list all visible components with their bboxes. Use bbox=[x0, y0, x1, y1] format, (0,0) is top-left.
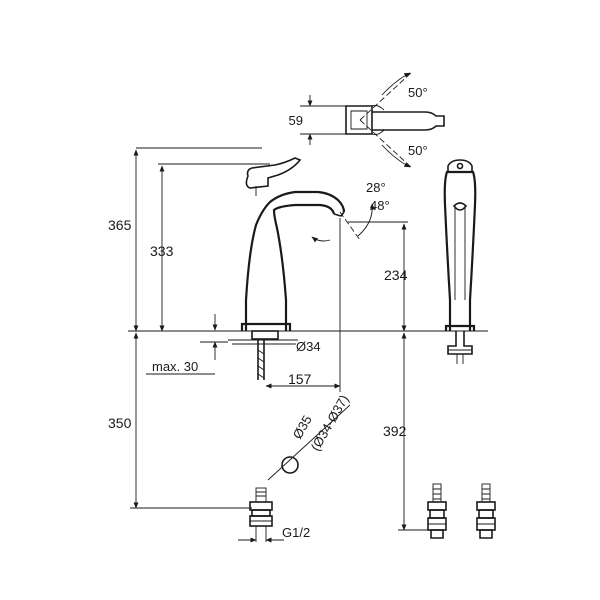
swivel-left-label: 50° bbox=[408, 85, 428, 100]
mount-thickness-label: max. 30 bbox=[152, 359, 198, 374]
below-deck-label: 350 bbox=[108, 415, 132, 431]
lever-depth-label: 59 bbox=[289, 113, 303, 128]
lever-height-label: 333 bbox=[150, 243, 174, 259]
thread-label: G1/2 bbox=[282, 525, 310, 540]
height-dimensions bbox=[133, 147, 408, 332]
spout-height-label: 234 bbox=[384, 267, 408, 283]
hole-size-main-label: Ø35 bbox=[290, 413, 315, 442]
spout-reach-label: 157 bbox=[288, 371, 312, 387]
faucet-side-view bbox=[128, 157, 488, 380]
mount-thickness-dimension bbox=[146, 314, 228, 375]
below-deck-dimensions bbox=[130, 332, 428, 531]
rotation-b-label: 48° bbox=[370, 198, 390, 213]
spout-reach-dimension bbox=[265, 218, 341, 392]
supply-connector-right bbox=[476, 483, 496, 539]
spout-rotation-marks bbox=[311, 203, 376, 243]
rotation-a-label: 28° bbox=[366, 180, 386, 195]
hose-length-label: 392 bbox=[383, 423, 407, 439]
faucet-front-view bbox=[443, 159, 477, 364]
hole-diameter-label: Ø34 bbox=[296, 339, 321, 354]
lever-top-view bbox=[300, 71, 445, 169]
hole-size-range-label: (Ø34-Ø37) bbox=[308, 392, 352, 453]
total-height-label: 365 bbox=[108, 217, 132, 233]
supply-connector-center bbox=[427, 483, 447, 539]
supply-connector-left bbox=[238, 487, 284, 543]
mounting-hole-symbol bbox=[267, 404, 351, 481]
swivel-right-label: 50° bbox=[408, 143, 428, 158]
